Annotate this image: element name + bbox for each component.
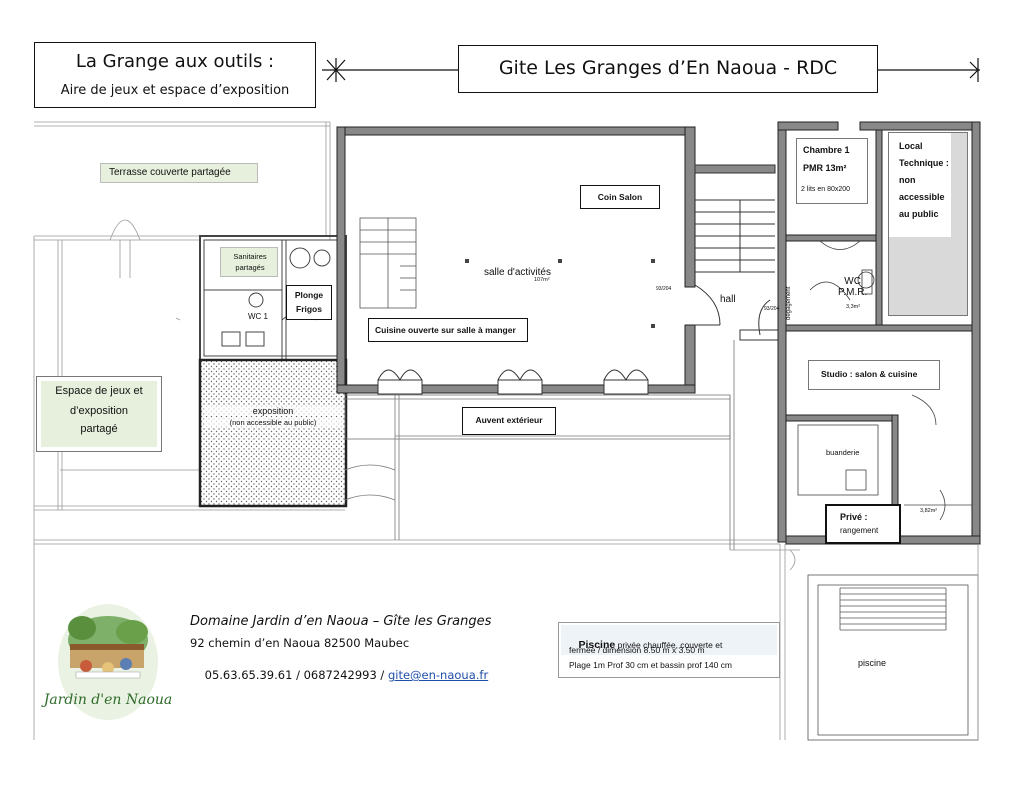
prive-label: Privé : rangement	[840, 512, 879, 535]
wc-pmr-area-label: 3,3m²	[846, 304, 861, 310]
pool-info-line3: Plage 1m Prof 30 cm et bassin prof 140 c…	[569, 660, 732, 670]
chambre-box: Chambre 1 PMR 13m² 2 lits en 80x200	[796, 138, 868, 204]
buanderie-label: buanderie	[826, 448, 860, 457]
prive-area-label: 3,82m²	[920, 508, 938, 514]
hall-label: hall	[720, 294, 736, 305]
pool-info-line2: fermée / dimension 8.50 m x 3.50 m	[569, 645, 705, 655]
french-doors	[377, 369, 649, 395]
terrasse-label: Terrasse couverte partagée	[100, 163, 258, 183]
wc1-label: WC 1	[248, 312, 268, 321]
exposition-area	[198, 358, 348, 508]
grange-subtitle: Aire de jeux et espace d’exposition	[60, 83, 290, 98]
contact-address: 92 chemin d’en Naoua 82500 Maubec	[190, 636, 410, 650]
logo-illustration	[58, 604, 158, 720]
pool-info-box: Piscine privée chauffée, couverte et fer…	[558, 622, 780, 678]
grange-title: La Grange aux outils :	[75, 51, 275, 72]
contact-box: Domaine Jardin d’en Naoua – Gîte les Gra…	[178, 606, 520, 682]
contact-name: Domaine Jardin d’en Naoua – Gîte les Gra…	[190, 614, 492, 629]
auvent-outline	[344, 340, 735, 550]
salle-activites-label: salle d'activités	[484, 267, 551, 278]
coin-salon-box: Coin Salon	[580, 185, 660, 209]
studio-box: Studio : salon & cuisine	[808, 360, 940, 390]
auvent-box: Auvent extérieur	[462, 407, 556, 435]
local-technique-box: Local Technique : non accessible au publ…	[888, 132, 968, 316]
espace-jeux-box: Espace de jeux et d’exposition partagé	[36, 376, 162, 452]
buanderie-fixtures	[797, 394, 972, 521]
wc-pmr-label: WC P.M.R.	[838, 276, 868, 298]
exposition-label: exposition (non accessible au public)	[204, 406, 342, 432]
pool-info-title: Piscine	[578, 639, 616, 651]
exterior-lines	[33, 236, 979, 740]
logo-text: Jardin d'en Naoua	[43, 692, 173, 708]
contact-line: 05.63.65.39.61 / 0687242993 / gite@en-na…	[190, 654, 489, 696]
prive-room	[825, 504, 901, 544]
degagement-label: dégagement	[786, 286, 792, 320]
door-code-2: 93/204	[764, 306, 780, 312]
salle-walls	[336, 126, 696, 394]
gite-title: Gite Les Granges d’En Naoua - RDC	[498, 57, 838, 79]
cuisine-box: Cuisine ouverte sur salle à manger	[368, 318, 528, 342]
piscine-drawing	[807, 574, 979, 741]
pool-info-line1: Piscine privée chauffée, couverte et	[578, 639, 723, 651]
shared-zone-outline	[34, 121, 780, 545]
email-link[interactable]: gite@en-naoua.fr	[387, 668, 489, 682]
stairs	[359, 217, 417, 309]
plonge-box: Plonge Frigos	[286, 285, 332, 320]
door-code-1: 93/204	[656, 286, 672, 292]
wc-pmr-fixtures	[809, 240, 875, 301]
piscine-label: piscine	[858, 658, 887, 668]
logo: Jardin d'en Naoua	[36, 606, 180, 730]
grange-title-box: La Grange aux outils : Aire de jeux et e…	[34, 42, 316, 108]
salle-area-label: 107m²	[534, 277, 550, 283]
hall-walls	[694, 164, 781, 341]
sanitaires-label: Sanitaires partagés	[220, 247, 278, 277]
gite-title-box: Gite Les Granges d’En Naoua - RDC	[458, 45, 878, 93]
contact-phones: 05.63.65.39.61 / 0687242993 /	[204, 668, 388, 682]
